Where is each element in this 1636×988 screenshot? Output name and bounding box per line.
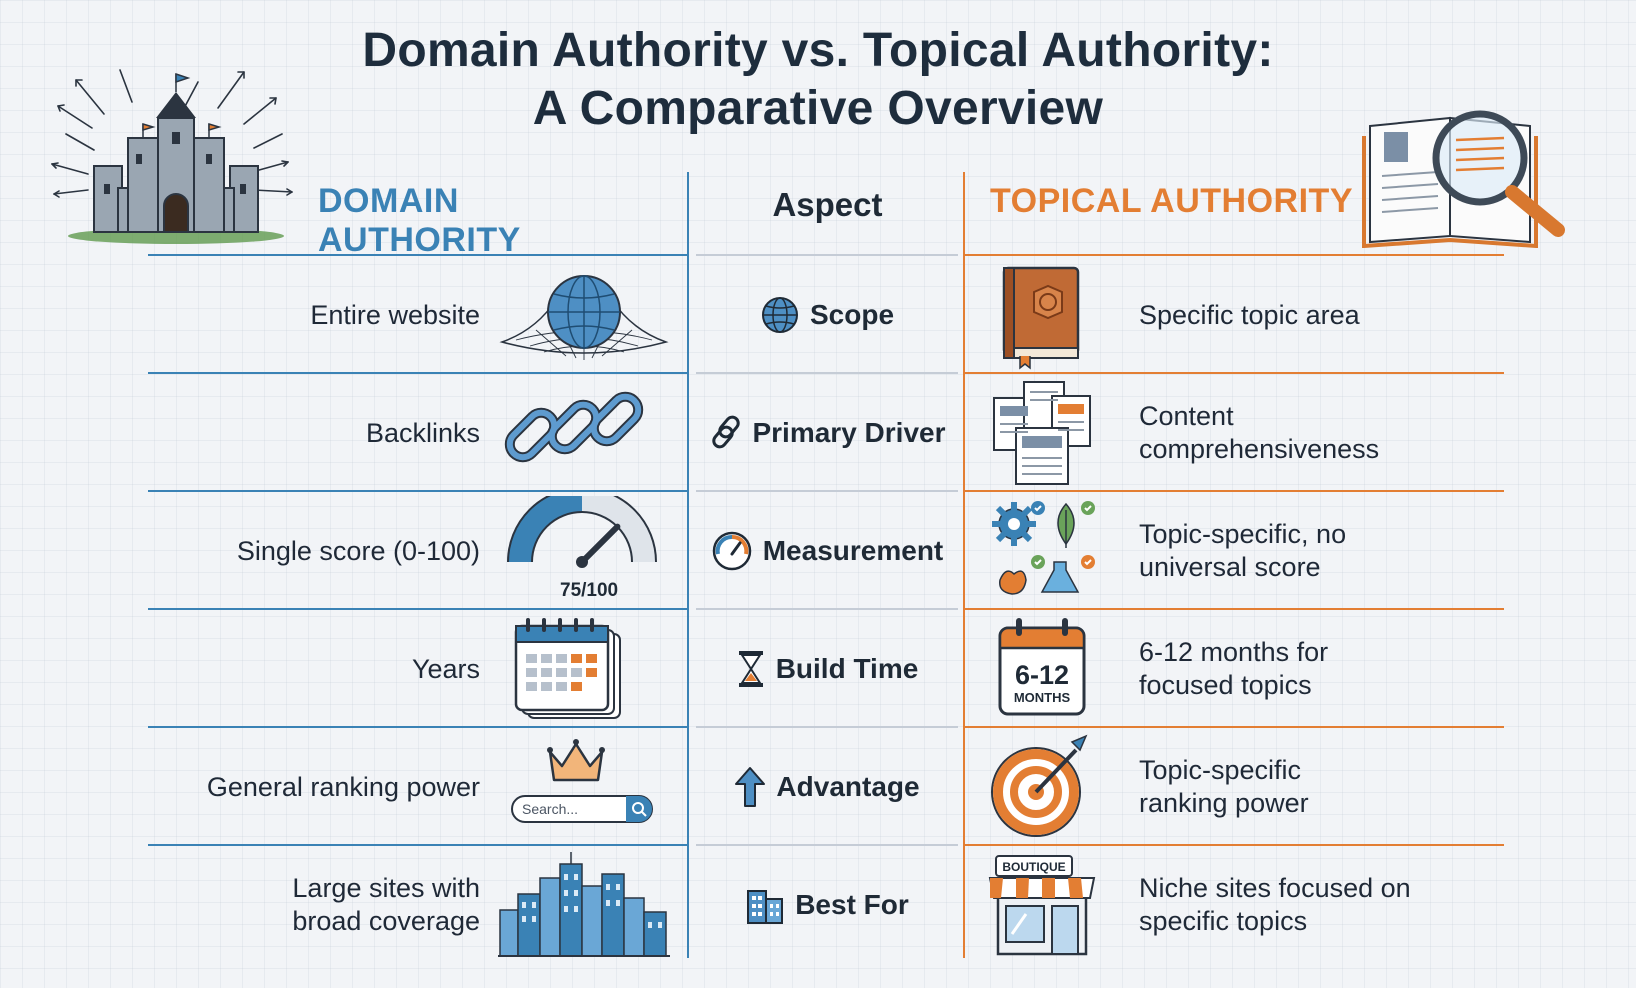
comparison-row-build-time: Years Build Time 6-12 MONTHS 6-12 months… — [0, 610, 1636, 728]
domain-value: Entire website — [310, 299, 480, 330]
topical-column-divider — [963, 172, 965, 958]
score-gauge-icon: 75/100 — [507, 496, 657, 601]
row-divider — [696, 726, 958, 728]
target-icon — [991, 734, 1088, 837]
topical-value-text: 6-12 months for focused topics — [1139, 637, 1329, 700]
topical-value-text: Topic-specific, no universal score — [1139, 519, 1347, 582]
topical-value: Niche sites focused on specific topics — [1139, 846, 1519, 964]
row-divider — [964, 844, 1504, 846]
aspect-label: Advantage — [776, 771, 920, 802]
topical-value: Content comprehensiveness — [1139, 374, 1519, 492]
building-icon — [747, 890, 784, 924]
globe-icon — [761, 297, 798, 333]
row-divider — [148, 372, 688, 374]
comparison-row-measurement: Single score (0-100) 75/100 Measurement — [0, 492, 1636, 610]
aspect-advantage: Advantage — [696, 728, 958, 846]
book-icon — [1002, 266, 1080, 370]
row-divider — [148, 490, 688, 492]
aspect-best-for: Best For — [696, 846, 958, 964]
aspect-measurement: Measurement — [696, 492, 958, 610]
topical-authority-header: TOPICAL AUTHORITY — [990, 182, 1353, 220]
comparison-row-primary-driver: Backlinks Primary Driver — [0, 374, 1636, 492]
chain-links-icon — [504, 391, 644, 463]
calendar-stack-icon — [514, 618, 621, 719]
city-skyline-icon — [498, 852, 670, 957]
row-divider — [964, 490, 1504, 492]
row-divider — [696, 372, 958, 374]
crown-search-icon: Search... — [511, 739, 653, 823]
aspect-header: Aspect — [772, 186, 883, 223]
row-divider — [696, 608, 958, 610]
row-divider — [148, 726, 688, 728]
aspect-label: Scope — [809, 299, 895, 330]
calendar-unit: MONTHS — [1014, 690, 1071, 705]
aspect-scope: Scope — [696, 256, 958, 374]
comparison-row-best-for: Large sites with broad coverage Best — [0, 846, 1636, 964]
row-divider — [964, 726, 1504, 728]
castle-icon — [51, 69, 293, 244]
topical-value: 6-12 months for focused topics — [1139, 610, 1519, 728]
domain-authority-header: DOMAIN AUTHORITY — [318, 182, 521, 259]
row-divider — [696, 254, 958, 256]
topical-value: Topic-specific ranking power — [1139, 728, 1519, 846]
title-line-2: A Comparative Overview — [532, 82, 1104, 135]
comparison-row-scope: Entire website Scope Spec — [0, 256, 1636, 374]
book-magnifier-icon — [1362, 110, 1565, 248]
domain-value: General ranking power — [206, 771, 480, 802]
domain-value: Backlinks — [365, 417, 480, 448]
page-title: Domain Authority vs. Topical Authority: … — [0, 22, 1636, 138]
topical-value: Topic-specific, no universal score — [1139, 492, 1519, 610]
search-placeholder: Search... — [522, 801, 578, 817]
domain-value: Years — [411, 653, 480, 684]
row-divider — [148, 844, 688, 846]
aspect-build-time: Build Time — [696, 610, 958, 728]
title-line-1: Domain Authority vs. Topical Authority: — [362, 24, 1274, 77]
arrow-up-icon — [735, 767, 766, 807]
topical-value-text: Topic-specific ranking power — [1139, 755, 1309, 818]
row-divider — [696, 490, 958, 492]
aspect-primary-driver: Primary Driver — [696, 374, 958, 492]
row-divider — [696, 844, 958, 846]
row-divider — [964, 372, 1504, 374]
domain-value: Large sites with broad coverage — [140, 846, 480, 964]
row-divider — [148, 254, 688, 256]
gauge-icon — [712, 531, 751, 571]
row-divider — [964, 608, 1504, 610]
topical-value: Specific topic area — [1139, 299, 1360, 330]
topic-badges-icon — [992, 501, 1095, 595]
aspect-label: Best For — [795, 889, 909, 920]
topical-value-text: Content comprehensiveness — [1139, 401, 1380, 464]
domain-value-text: Large sites with broad coverage — [292, 873, 480, 936]
aspect-label: Build Time — [775, 653, 919, 684]
gauge-score-label: 75/100 — [560, 580, 618, 601]
documents-icon — [993, 381, 1091, 485]
globe-net-icon — [499, 275, 669, 360]
aspect-label: Primary Driver — [752, 417, 946, 448]
domain-column-divider — [687, 172, 689, 958]
domain-value: Single score (0-100) — [236, 535, 480, 566]
aspect-label: Measurement — [762, 535, 944, 566]
row-divider — [964, 254, 1504, 256]
topical-value-text: Niche sites focused on specific topics — [1139, 873, 1411, 936]
link-icon — [712, 415, 741, 449]
row-divider — [148, 608, 688, 610]
shop-sign: BOUTIQUE — [1002, 860, 1065, 874]
calendar-value: 6-12 — [1015, 660, 1069, 690]
calendar-icon: 6-12 MONTHS — [998, 618, 1086, 716]
boutique-icon: BOUTIQUE — [988, 855, 1096, 956]
comparison-row-advantage: General ranking power Search... Advantag… — [0, 728, 1636, 846]
hourglass-icon — [738, 651, 763, 687]
